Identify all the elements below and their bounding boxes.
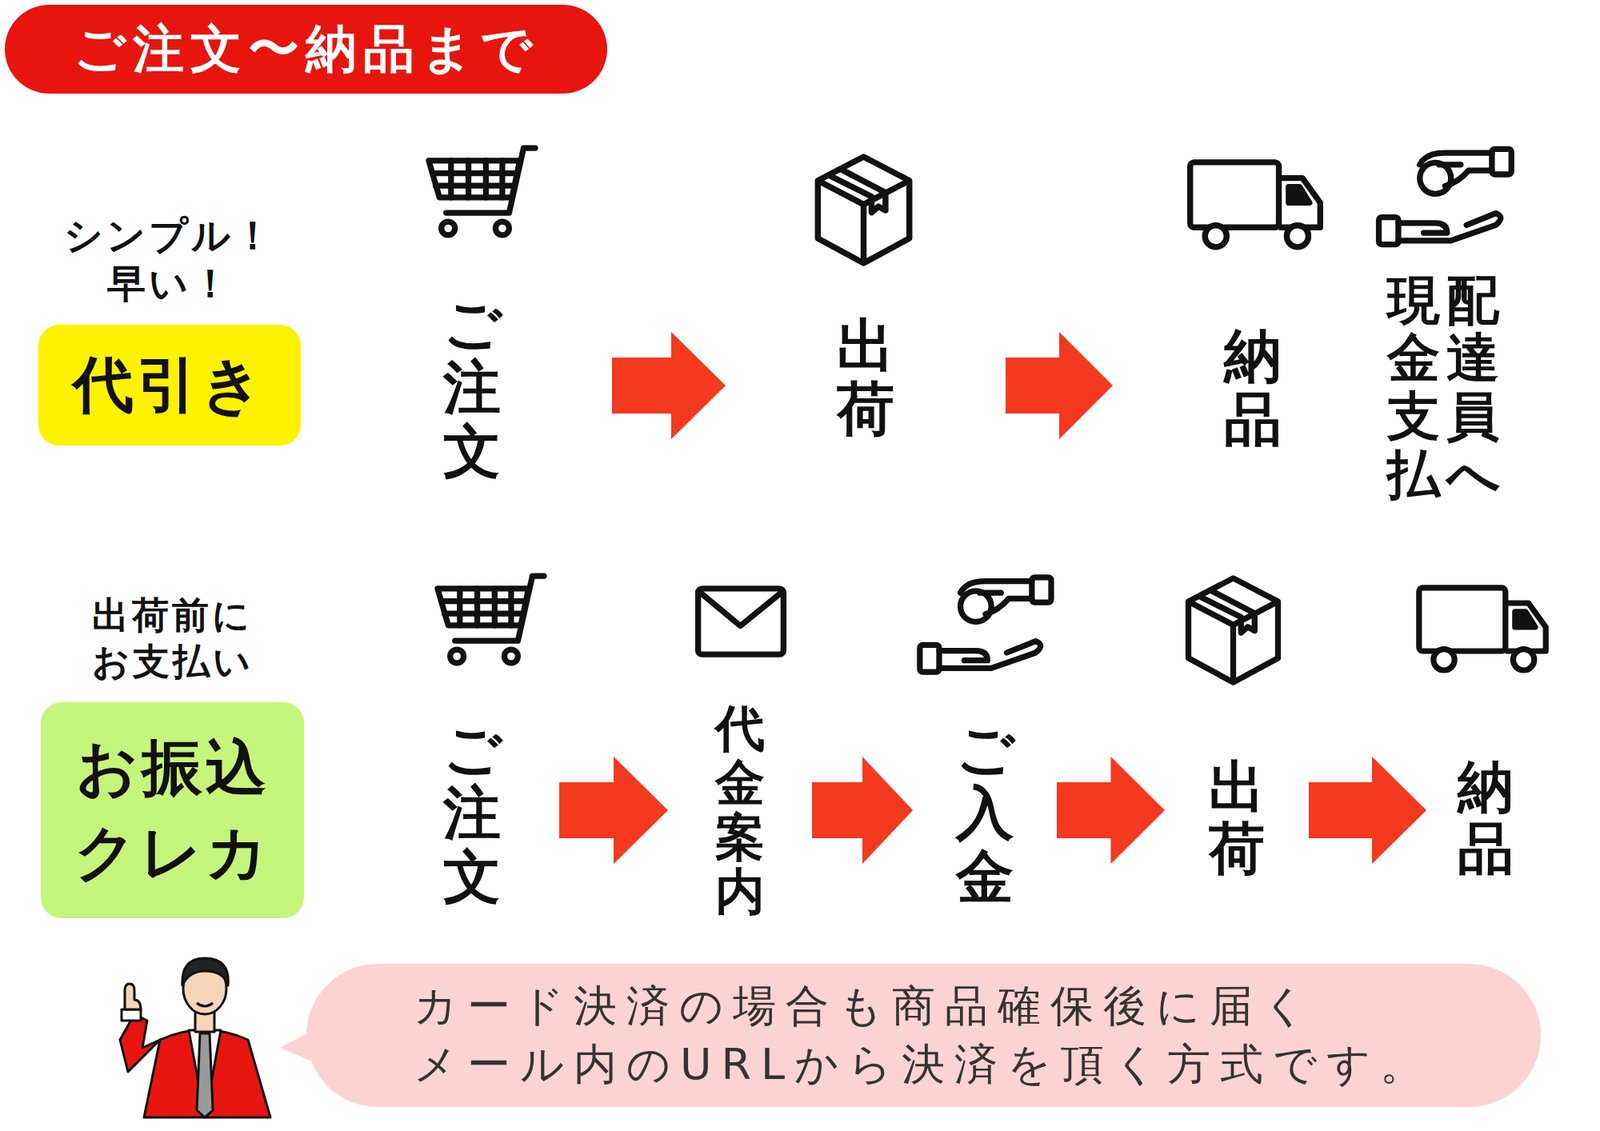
step-label: 代金案内 [715, 701, 765, 920]
step-label: 配達員へ [1446, 272, 1500, 504]
process-step: ご入金 [920, 718, 1049, 909]
method-box: 出荷前に お支払いお振込 クレカ [40, 702, 304, 919]
process-step: ご注文 [340, 292, 604, 484]
payment-icon [1379, 148, 1512, 244]
flow-arrow [1056, 756, 1165, 864]
step-label: 納品 [1224, 324, 1282, 452]
process-step: 納品 [1120, 324, 1385, 452]
flow-arrow [559, 756, 668, 864]
title-banner: ご注文〜納品まで [4, 4, 608, 94]
presenter-figure [120, 958, 271, 1118]
step-label: 出荷 [836, 314, 895, 441]
flow-arrow [1308, 756, 1427, 864]
process-step: 出荷 [733, 314, 998, 441]
cart-icon [428, 148, 536, 236]
payment-icon [920, 577, 1052, 672]
tagline-text: 出荷前に お支払い [92, 592, 254, 685]
cart-icon [437, 576, 544, 664]
truck-icon [1190, 162, 1321, 248]
speech-bubble: カード決済の場合も商品確保後に届く メール内のURLから決済を頂く方式です。 [306, 964, 1541, 1108]
mail-icon [698, 588, 784, 655]
process-step: 納品 [1434, 756, 1537, 880]
process-step: 配達員へ現金支払 [1375, 272, 1512, 504]
step-label: 現金支払 [1387, 272, 1440, 504]
flow-arrow [612, 332, 726, 440]
tagline-text: シンプル！ 早い！ [64, 211, 276, 308]
flow-arrow [812, 756, 913, 864]
step-label: ご入金 [956, 718, 1014, 909]
process-step: 出荷 [1172, 756, 1301, 880]
method-box: シンプル！ 早い！代引き [38, 324, 301, 446]
step-label: 納品 [1457, 756, 1514, 880]
step-label: ご注文 [443, 718, 501, 909]
method-label: お振込 クレカ [74, 725, 272, 896]
flow-arrow [1005, 332, 1113, 440]
note-text: カード決済の場合も商品確保後に届く メール内のURLから決済を頂く方式です。 [413, 977, 1433, 1095]
box-icon [1188, 578, 1279, 683]
box-icon [817, 156, 909, 264]
step-label: ご注文 [443, 292, 501, 484]
process-step: 代金案内 [676, 701, 804, 920]
method-label: 代引き [72, 342, 267, 428]
process-step: ご注文 [392, 718, 552, 909]
truck-icon [1419, 588, 1546, 671]
step-label: 出荷 [1208, 756, 1265, 880]
